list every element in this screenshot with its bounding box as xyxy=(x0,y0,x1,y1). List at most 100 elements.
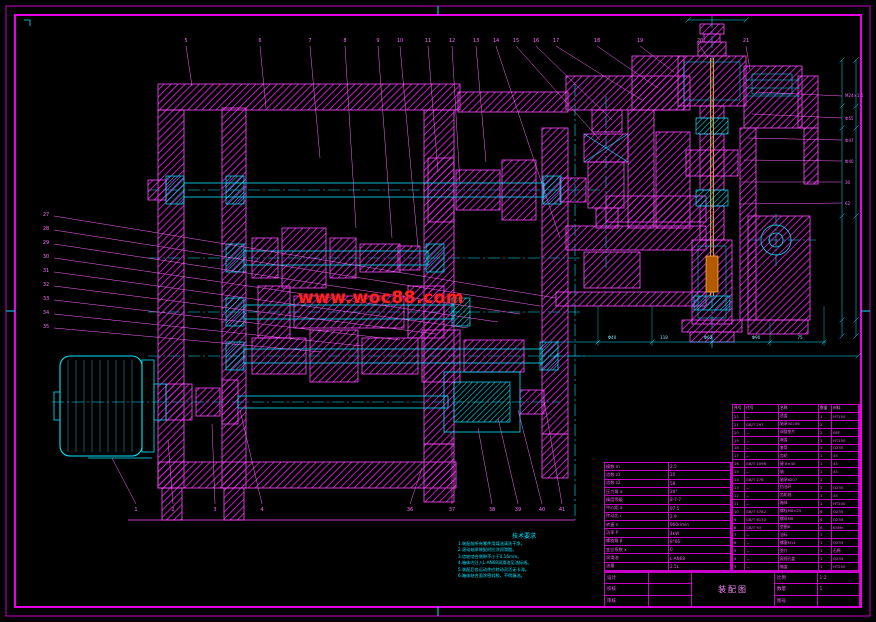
dimension-label: 30 xyxy=(845,180,851,185)
part-qty: 1 xyxy=(819,460,832,469)
part-seq: 21 xyxy=(733,420,745,429)
spec-label: 齿数 z2 xyxy=(605,479,669,488)
note-line: 4.箱体内注入L-AN68润滑油至油标线。 xyxy=(458,560,532,566)
part-code: — xyxy=(745,531,779,540)
part-qty: 1 xyxy=(819,499,832,508)
spec-value: 960r/min xyxy=(669,521,731,530)
part-callout: 18 xyxy=(594,38,600,44)
spec-label: 螺旋角 β xyxy=(605,537,669,547)
part-seq: 19 xyxy=(733,436,745,445)
part-qty: 1 xyxy=(819,444,832,453)
part-code: — xyxy=(745,547,779,556)
spec-label: 模数 m xyxy=(605,463,669,472)
part-qty: 1 xyxy=(819,412,832,421)
part-qty: 1 xyxy=(819,539,832,548)
gears-and-couplings xyxy=(147,157,587,425)
parts-header-seq: 序号 xyxy=(733,405,745,413)
part-callout: 32 xyxy=(43,282,49,288)
spec-value: L-AN68 xyxy=(669,554,731,563)
part-seq: 3 xyxy=(733,563,745,571)
part-seq: 17 xyxy=(733,452,745,461)
part-callout: 29 xyxy=(43,240,49,246)
spec-value: 2.9 xyxy=(669,512,731,522)
part-name: 轴 xyxy=(779,468,819,477)
part-callout: 10 xyxy=(397,38,403,44)
note-line: 3.齿轮啮合侧隙不小于0.16mm。 xyxy=(458,553,522,559)
part-mat xyxy=(832,420,859,429)
part-callout: 17 xyxy=(553,38,559,44)
title-block-value xyxy=(649,573,692,583)
part-name: 轴承30206 xyxy=(779,420,819,429)
title-block-field: 设计 xyxy=(605,573,649,584)
notes-lines: 1.装配前所有零件用煤油清洗干净。 2.滚动轴承装配时应涂润滑脂。 3.齿轮啮合… xyxy=(458,541,590,579)
part-code: GB/T 5782 xyxy=(745,507,779,516)
part-seq: 8 xyxy=(733,523,745,532)
part-code: — xyxy=(745,555,779,564)
part-mat: 45 xyxy=(832,460,859,469)
part-code: GB/T 6170 xyxy=(745,515,779,524)
part-code: — xyxy=(745,563,779,571)
part-name: 螺塞M14 xyxy=(779,539,819,548)
part-name: 窥视孔盖 xyxy=(779,555,819,564)
part-callout: 40 xyxy=(539,507,545,513)
part-code: GB/T 1096 xyxy=(745,460,779,469)
part-code: — xyxy=(745,452,779,461)
part-mat: 08F xyxy=(832,428,859,437)
spec-label: 润滑油 xyxy=(605,554,669,563)
part-callout: 35 xyxy=(43,324,49,330)
part-seq: 12 xyxy=(733,491,745,500)
part-qty: 1 xyxy=(819,452,832,461)
part-qty: 1 xyxy=(819,491,832,500)
spindle-drawbar xyxy=(705,58,719,296)
part-name: 油标 xyxy=(779,531,819,540)
part-code: — xyxy=(745,412,779,421)
part-name: 套筒 xyxy=(779,444,819,453)
part-callout: 36 xyxy=(407,507,413,513)
part-code: GB/T 297 xyxy=(745,420,779,429)
title-block-field: 比例 xyxy=(775,573,818,584)
part-seq: 20 xyxy=(733,428,745,437)
dimension-label: 75 xyxy=(797,335,803,340)
part-seq: 10 xyxy=(733,507,745,516)
part-code: — xyxy=(745,444,779,453)
title-block-field: 图号 xyxy=(775,595,818,606)
parts-header-code: 代号 xyxy=(745,405,779,413)
note-line: 1.装配前所有零件用煤油清洗干净。 xyxy=(458,541,525,546)
spec-value: 8°06′ xyxy=(669,537,731,547)
part-qty: 1 xyxy=(819,436,832,445)
spec-value: 58 xyxy=(669,479,731,488)
part-callout: 19 xyxy=(637,38,643,44)
part-callout: 30 xyxy=(43,254,49,260)
dimension-label: 62 xyxy=(845,201,851,206)
parts-header-qty: 数量 xyxy=(819,405,832,413)
part-code: — xyxy=(745,491,779,500)
part-callout: 8 xyxy=(343,38,346,44)
part-seq: 11 xyxy=(733,499,745,508)
part-code: — xyxy=(745,499,779,508)
part-qty: 1 xyxy=(819,563,832,571)
watermark: www.woc88.com xyxy=(298,288,465,308)
notes-title: 技术要求 xyxy=(511,533,536,540)
part-name: 挡油环 xyxy=(779,484,819,492)
title-block-field: 审核 xyxy=(605,595,649,606)
part-seq: 5 xyxy=(733,547,745,556)
part-callout: 37 xyxy=(449,507,455,513)
part-name: 键 8×40 xyxy=(779,460,819,469)
part-mat: 45 xyxy=(832,452,859,461)
spec-value: 4kW xyxy=(669,529,731,538)
part-callout: 5 xyxy=(184,38,187,44)
part-name: 垫片 xyxy=(779,547,819,556)
part-mat xyxy=(832,476,859,485)
part-mat: Q235 xyxy=(832,515,859,524)
part-callout: 16 xyxy=(533,38,539,44)
part-callout: 4 xyxy=(260,507,263,513)
part-seq: 9 xyxy=(733,515,745,524)
tech-notes: 技术要求 1.装配前所有零件用煤油清洗干净。 2.滚动轴承装配时应涂润滑脂。 3… xyxy=(458,531,590,579)
part-name: 垫圈8 xyxy=(779,523,819,532)
spec-value: 20° xyxy=(669,487,731,497)
note-line: 6.箱体结合面涂密封胶，不得漏油。 xyxy=(458,573,525,579)
dimension-label: M24×1.5 xyxy=(845,93,864,98)
part-seq: 16 xyxy=(733,460,745,469)
